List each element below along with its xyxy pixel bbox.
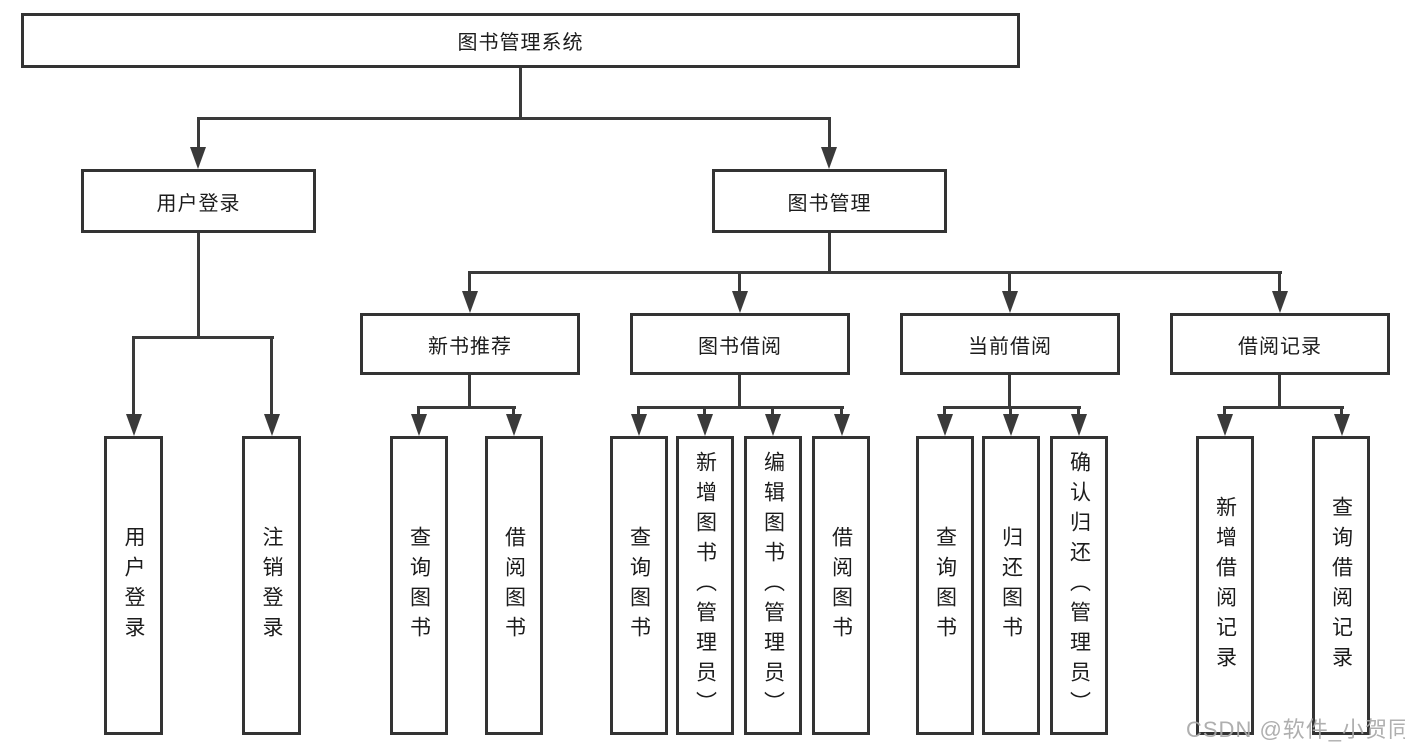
node-root-label: 图书管理系统 [457,32,584,54]
csdn-watermark: CSDN @软件_小贺同学 [1186,717,1405,742]
connector-line [132,336,135,416]
connector-line [512,406,515,416]
connector-line [417,406,516,409]
connector-line [197,117,200,149]
leaf-query-books-3-label: 查询图书 [933,525,957,646]
arrowhead-down-icon [1002,291,1018,313]
leaf-query-borrow-record-label: 查询借阅记录 [1329,495,1353,676]
leaf-add-books-admin: 新增图书（管理员） [676,436,734,735]
connector-line [738,271,741,293]
arrowhead-down-icon [264,414,280,436]
connector-line [771,406,774,416]
leaf-confirm-return-admin-label: 确认归还（管理员） [1067,450,1091,721]
connector-line [828,117,831,149]
connector-line [1278,375,1281,409]
leaf-edit-books-admin: 编辑图书（管理员） [744,436,802,735]
connector-line [1008,271,1011,293]
connector-line [637,406,640,416]
connector-line [1009,406,1012,416]
connector-line [468,375,471,409]
leaf-borrow-books-2: 借阅图书 [812,436,870,735]
node-root: 图书管理系统 [21,13,1020,68]
connector-line [637,406,844,409]
node-borrow-records-label: 借阅记录 [1238,335,1322,358]
leaf-add-borrow-record-label: 新增借阅记录 [1213,495,1237,676]
connector-line [840,406,843,416]
connector-line [1278,271,1281,293]
arrowhead-down-icon [1334,414,1350,436]
arrowhead-down-icon [732,291,748,313]
leaf-borrow-books-1: 借阅图书 [485,436,543,735]
arrowhead-down-icon [190,147,206,169]
node-current-borrow-label: 当前借阅 [968,335,1052,358]
leaf-query-books-1: 查询图书 [390,436,448,735]
arrowhead-down-icon [506,414,522,436]
connector-line [197,117,831,120]
arrowhead-down-icon [126,414,142,436]
arrowhead-down-icon [1217,414,1233,436]
leaf-query-borrow-record: 查询借阅记录 [1312,436,1370,735]
node-user-login-label: 用户登录 [156,192,241,215]
arrowhead-down-icon [697,414,713,436]
connector-line [519,68,522,120]
leaf-add-borrow-record: 新增借阅记录 [1196,436,1254,735]
node-book-management: 图书管理 [712,169,947,233]
connector-line [417,406,420,416]
leaf-query-books-2-label: 查询图书 [627,525,651,646]
connector-line [468,271,471,293]
arrowhead-down-icon [821,147,837,169]
node-new-book-recommend: 新书推荐 [360,313,580,375]
node-book-management-label: 图书管理 [787,192,872,215]
connector-line [270,336,273,416]
node-borrow-records: 借阅记录 [1170,313,1390,375]
node-book-borrow-label: 图书借阅 [698,335,782,358]
leaf-return-books: 归还图书 [982,436,1040,735]
arrowhead-down-icon [1272,291,1288,313]
leaf-query-books-1-label: 查询图书 [407,525,431,646]
connector-line [828,233,831,274]
node-current-borrow: 当前借阅 [900,313,1120,375]
connector-line [703,406,706,416]
connector-line [1223,406,1344,409]
connector-line [132,336,274,339]
connector-line [468,271,1282,274]
connector-line [1340,406,1343,416]
arrowhead-down-icon [765,414,781,436]
arrowhead-down-icon [834,414,850,436]
connector-line [1008,375,1011,409]
arrowhead-down-icon [462,291,478,313]
arrowhead-down-icon [631,414,647,436]
arrowhead-down-icon [937,414,953,436]
arrowhead-down-icon [1003,414,1019,436]
leaf-logout: 注销登录 [242,436,301,735]
node-user-login: 用户登录 [81,169,316,233]
connector-line [1223,406,1226,416]
leaf-return-books-label: 归还图书 [999,525,1023,646]
node-new-book-recommend-label: 新书推荐 [428,335,512,358]
arrowhead-down-icon [411,414,427,436]
connector-line [1077,406,1080,416]
leaf-user-login-label: 用户登录 [122,525,145,646]
leaf-query-books-3: 查询图书 [916,436,974,735]
leaf-logout-label: 注销登录 [260,525,283,646]
leaf-borrow-books-2-label: 借阅图书 [829,525,853,646]
leaf-user-login: 用户登录 [104,436,163,735]
connector-line [197,233,200,339]
leaf-query-books-2: 查询图书 [610,436,668,735]
node-book-borrow: 图书借阅 [630,313,850,375]
leaf-confirm-return-admin: 确认归还（管理员） [1050,436,1108,735]
connector-line [738,375,741,409]
leaf-add-books-admin-label: 新增图书（管理员） [693,450,717,721]
arrowhead-down-icon [1071,414,1087,436]
leaf-edit-books-admin-label: 编辑图书（管理员） [761,450,785,721]
leaf-borrow-books-1-label: 借阅图书 [502,525,526,646]
connector-line [943,406,946,416]
connector-line [943,406,1081,409]
